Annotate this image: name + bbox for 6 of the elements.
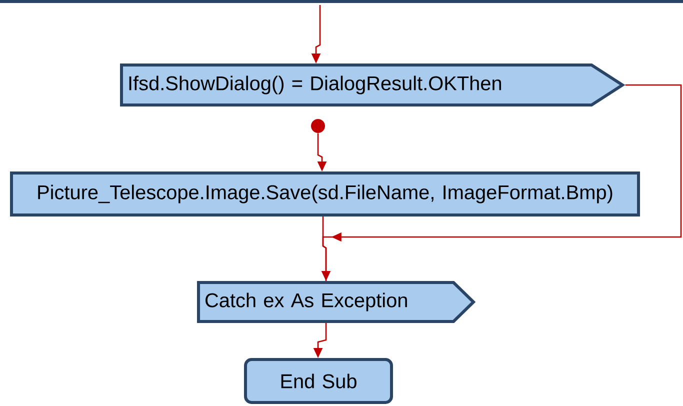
- arrow: [322, 84, 682, 281]
- start-dot: [311, 119, 325, 133]
- pentagon-box: Ifsd.ShowDialog() = DialogResult.OKThen: [120, 64, 626, 106]
- end-box: End Sub: [244, 358, 393, 404]
- process-box: Picture_Telescope.Image.Save(sd.FileName, ImageFormat.Bmp): [10, 172, 640, 216]
- pentagon-box: Catch ex As Exception: [197, 281, 476, 323]
